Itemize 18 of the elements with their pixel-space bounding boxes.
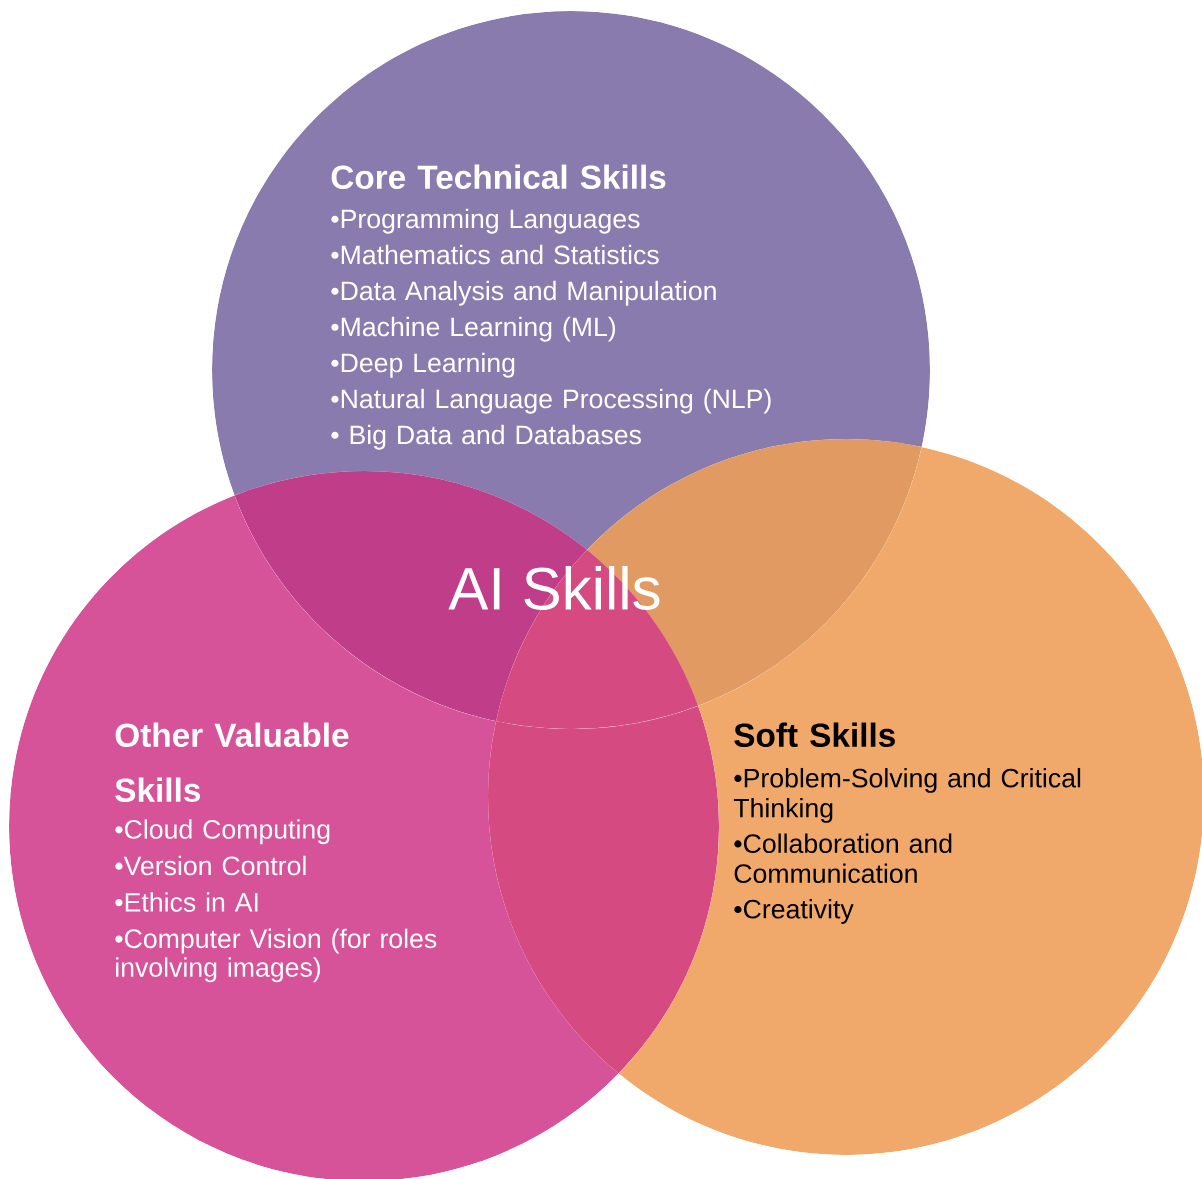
bullet-item: •Computer Vision (for roles involving images) <box>115 928 437 983</box>
bullet-item: •Version Control <box>115 855 306 876</box>
bullet-item: •Data Analysis and Manipulation <box>331 280 716 306</box>
heading: Soft Skills <box>734 722 895 748</box>
heading: Other Valuable Skills <box>115 722 349 802</box>
bullet-item: •Creativity <box>734 899 854 924</box>
center-title: AI Skills <box>448 566 660 611</box>
bullet-item: •Cloud Computing <box>115 819 330 845</box>
bullet-item: •Natural Language Processing (NLP) <box>331 388 771 414</box>
bullet-item: •Collaboration and Communication <box>734 833 952 884</box>
bullet-item: •Mathematics and Statistics <box>331 244 659 265</box>
bullet-item: •Machine Learning (ML) <box>331 316 616 342</box>
bullet-item: •Problem-Solving and Critical Thinking <box>733 767 1081 823</box>
bullet-item: • Big Data and Databases <box>331 424 641 450</box>
bullet-item: •Programming Languages <box>331 208 640 234</box>
bullet-item: •Deep Learning <box>331 352 515 378</box>
bullet-item: •Ethics in AI <box>115 892 258 912</box>
heading: Core Technical Skills <box>331 164 666 190</box>
